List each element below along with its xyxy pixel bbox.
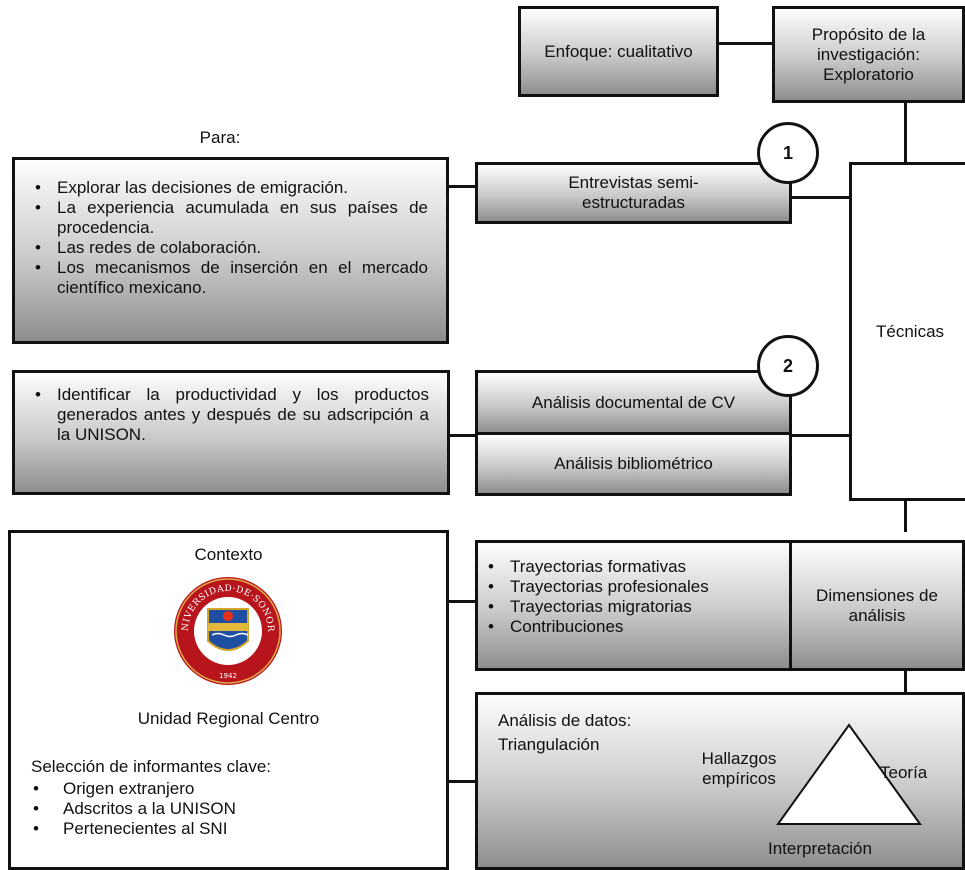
unison-seal-icon: UNIVERSIDAD·DE·SONORA 1942 xyxy=(168,568,282,685)
list-item: Trayectorias profesionales xyxy=(478,577,789,597)
list-item: Trayectorias migratorias xyxy=(478,597,789,617)
connector-contexto-analisis xyxy=(446,780,478,783)
enfoque-box: Enfoque: cualitativo xyxy=(518,6,719,97)
connector-dimensiones-analisis xyxy=(904,668,907,694)
teoria-label: Teoría xyxy=(880,763,928,782)
list-item: Adscritos a la UNISON xyxy=(23,799,423,819)
list-item: Los mecanismos de inserción en el mercad… xyxy=(25,258,428,298)
hallazgos-label: Hallazgos empíricos xyxy=(701,749,777,788)
para-list: Explorar las decisiones de emigración. L… xyxy=(25,178,428,298)
number-badge-1: 1 xyxy=(757,122,819,184)
list-item: Contribuciones xyxy=(478,617,789,637)
list-item: Identificar la productividad y los produ… xyxy=(25,385,429,445)
list-item: Las redes de colaboración. xyxy=(25,238,428,258)
list-item: Trayectorias formativas xyxy=(478,557,789,577)
seleccion-list: Origen extranjero Adscritos a la UNISON … xyxy=(23,779,423,839)
tecnicas-text: Técnicas xyxy=(876,321,945,341)
connector-tecnicas-dimensiones xyxy=(904,498,907,532)
proposito-text: Propósito de la investigación: Explorato… xyxy=(811,24,926,84)
contexto-box: Contexto UNIVERSIDAD·DE·SONORA 1942 Unid… xyxy=(8,530,449,870)
para-label: Para: xyxy=(199,128,241,147)
list-item: Explorar las decisiones de emigración. xyxy=(25,178,428,198)
trayectorias-list: Trayectorias formativas Trayectorias pro… xyxy=(478,557,789,637)
seleccion-label: Selección de informantes clave: xyxy=(31,757,272,776)
trayectorias-box: Trayectorias formativas Trayectorias pro… xyxy=(475,540,792,671)
number-badge-2: 2 xyxy=(757,335,819,397)
unison-logo: UNIVERSIDAD·DE·SONORA 1942 xyxy=(168,568,284,687)
unidad-text: Unidad Regional Centro xyxy=(137,709,320,728)
svg-text:1942: 1942 xyxy=(219,672,237,680)
identificar-list: Identificar la productividad y los produ… xyxy=(25,385,429,445)
interpretacion-label: Interpretación xyxy=(768,839,872,858)
connector-proposito-tecnicas xyxy=(904,102,907,164)
list-item: La experiencia acumulada en sus países d… xyxy=(25,198,428,238)
analisis-cv-box: Análisis documental de CV xyxy=(475,370,792,435)
tecnicas-box: Técnicas xyxy=(849,162,965,501)
dimensiones-box: Dimensiones de análisis xyxy=(789,540,965,671)
connector-contexto-trayectorias xyxy=(446,600,478,603)
analisis-cv-text: Análisis documental de CV xyxy=(531,392,736,412)
analisis-datos-label: Análisis de datos: xyxy=(498,711,632,730)
list-item: Pertenecientes al SNI xyxy=(23,819,423,839)
triangulacion-label: Triangulación xyxy=(498,735,600,754)
identificar-box: Identificar la productividad y los produ… xyxy=(12,370,450,495)
para-box: Explorar las decisiones de emigración. L… xyxy=(12,157,449,344)
analisis-biblio-box: Análisis bibliométrico xyxy=(475,432,792,496)
analisis-datos-box: Análisis de datos: Triangulación Hallazg… xyxy=(475,692,965,870)
dimensiones-text: Dimensiones de análisis xyxy=(816,585,938,625)
analisis-biblio-text: Análisis bibliométrico xyxy=(554,454,713,473)
connector-para-entrevistas xyxy=(447,185,477,188)
connector-entrevistas-tecnicas xyxy=(790,196,852,199)
entrevistas-text: Entrevistas semi-estructuradas xyxy=(568,173,699,212)
entrevistas-box: Entrevistas semi-estructuradas xyxy=(475,162,792,224)
list-item: Origen extranjero xyxy=(23,779,423,799)
proposito-box: Propósito de la investigación: Explorato… xyxy=(772,6,965,103)
enfoque-text: Enfoque: cualitativo xyxy=(544,41,693,61)
connector-enfoque-proposito xyxy=(717,42,774,45)
contexto-title: Contexto xyxy=(194,545,263,564)
triangle-icon xyxy=(776,723,922,825)
